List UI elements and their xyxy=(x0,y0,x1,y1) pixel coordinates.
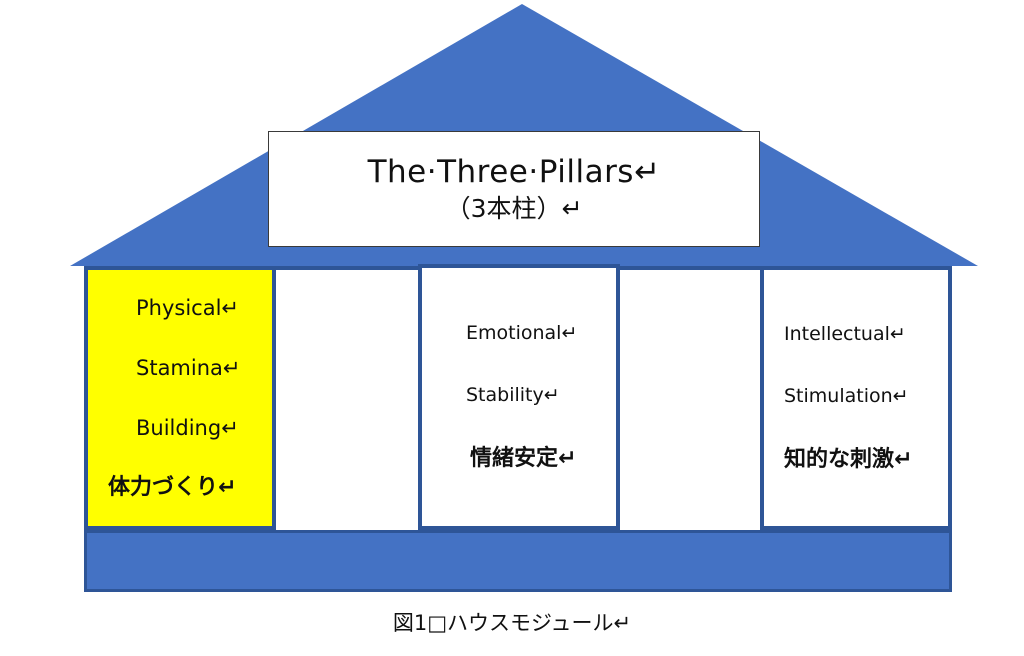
figure-caption: 図1□ハウスモジュール↵ xyxy=(392,611,632,635)
pillar-en-line: Stability↵ xyxy=(466,384,560,406)
title-box: The·Three·Pillars↵ （3本柱）↵ xyxy=(268,131,760,247)
title-english: The·Three·Pillars↵ xyxy=(367,154,661,190)
pillar-en-line: Physical↵ xyxy=(136,296,240,320)
pillar-physical: Physical↵ Stamina↵ Building↵ 体力づくり↵ xyxy=(84,266,276,530)
house-base xyxy=(84,530,952,592)
pillar-en-line: Emotional↵ xyxy=(466,322,578,344)
pillar-intellectual: Intellectual↵ Stimulation↵ 知的な刺激↵ xyxy=(760,266,952,530)
pillar-jp-label: 情緒安定↵ xyxy=(470,446,577,471)
pillar-en-line: Intellectual↵ xyxy=(784,323,906,345)
pillar-en-line: Building↵ xyxy=(136,416,239,440)
pillar-jp-label: 知的な刺激↵ xyxy=(784,447,913,472)
title-japanese: （3本柱）↵ xyxy=(445,194,583,223)
pillar-en-line: Stamina↵ xyxy=(136,356,241,380)
pillar-emotional: Emotional↵ Stability↵ 情緒安定↵ xyxy=(418,264,620,530)
pillar-en-line: Stimulation↵ xyxy=(784,385,909,407)
pillar-jp-label: 体力づくり↵ xyxy=(108,475,237,500)
